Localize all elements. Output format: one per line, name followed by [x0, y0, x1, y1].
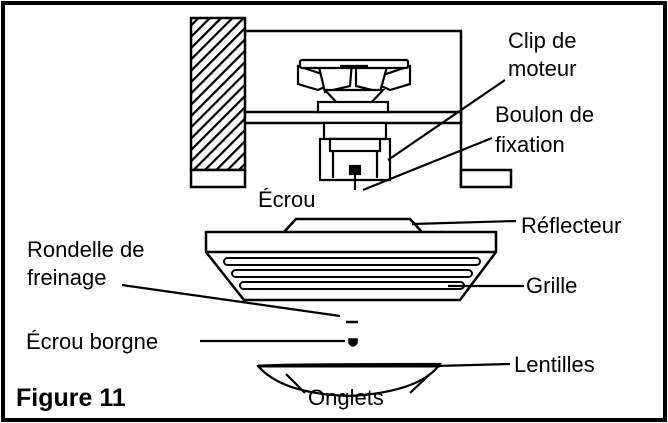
leader-clip: [387, 79, 506, 161]
label-boulon-de: Boulon de: [495, 102, 594, 127]
housing-frame: [245, 29, 463, 187]
leader-rondelle: [121, 283, 341, 318]
leader-lentilles: [435, 362, 511, 368]
cap-nut: [348, 338, 358, 347]
label-ecrou: Écrou: [258, 187, 315, 212]
label-clip-de: Clip de: [508, 28, 576, 53]
mounting-plate: [243, 110, 463, 125]
label-lentilles: Lentilles: [514, 352, 595, 377]
motor-fan: [296, 58, 412, 114]
leader-reflecteur: [411, 219, 517, 226]
reflector-top: [283, 217, 423, 233]
label-grille: Grille: [526, 273, 577, 298]
grille: [223, 257, 481, 290]
figure-title: Figure 11: [16, 384, 126, 412]
label-rondelle-de: Rondelle de: [27, 237, 144, 262]
leader-onglet-left: [285, 373, 306, 394]
label-reflecteur: Réflecteur: [521, 213, 621, 238]
leader-boulon: [362, 136, 493, 192]
ceiling-wall-hatched: [189, 16, 247, 172]
motor-bracket: [318, 121, 392, 190]
leader-onglet-right: [409, 373, 431, 394]
lens: [256, 362, 443, 398]
label-moteur: moteur: [508, 56, 576, 81]
wall-base-left: [189, 168, 247, 189]
wall-base-right: [459, 168, 513, 189]
label-freinage: freinage: [27, 265, 107, 290]
label-fixation: fixation: [495, 132, 565, 157]
leader-lines: [121, 79, 524, 394]
label-ecrou-borgne: Écrou borgne: [26, 329, 158, 354]
label-onglets: Onglets: [308, 385, 384, 410]
